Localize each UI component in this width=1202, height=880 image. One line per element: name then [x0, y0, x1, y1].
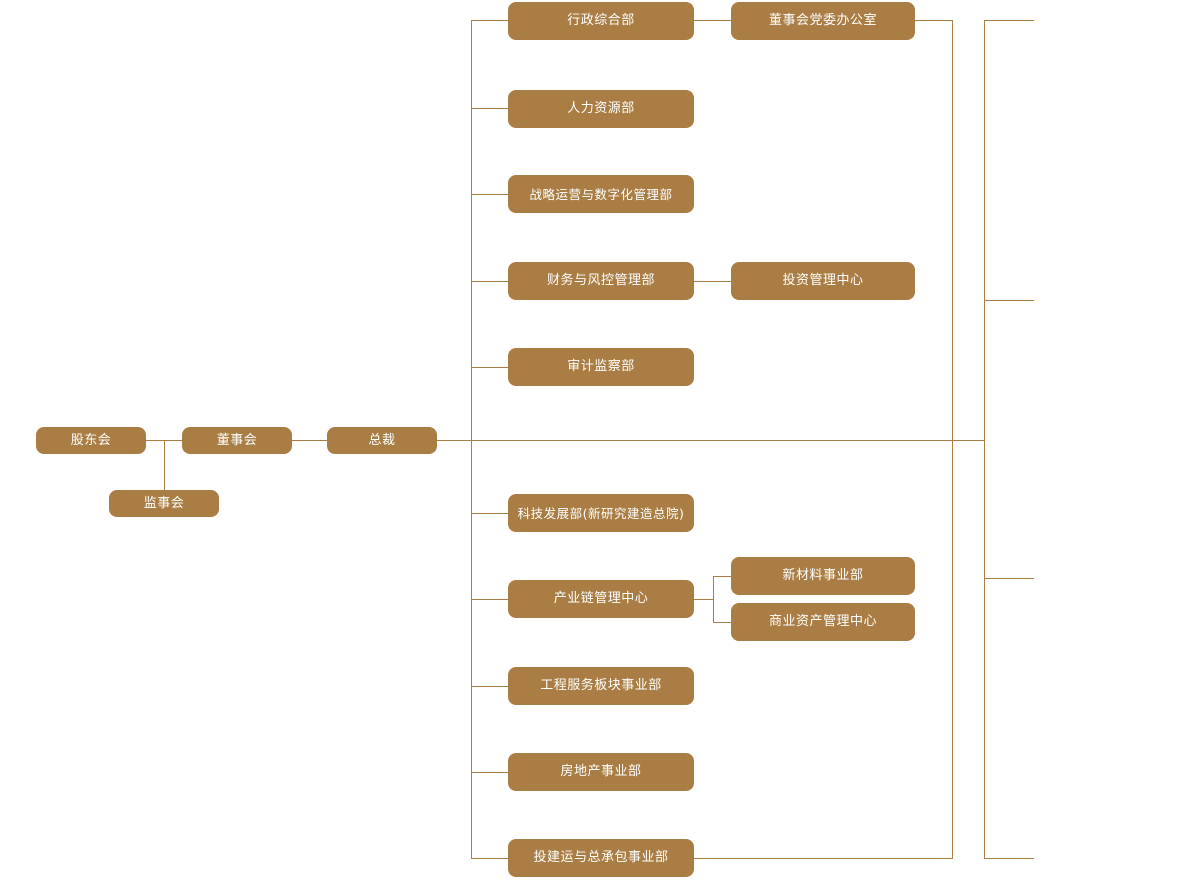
node-tech-development-dept[interactable]: 科技发展部(新研究建造总院)	[508, 494, 694, 532]
connector-spine-to-hr-dept	[471, 108, 508, 109]
connector-party-office-to-rail	[915, 20, 953, 21]
node-finance-risk-dept[interactable]: 财务与风控管理部	[508, 262, 694, 300]
connector-board-to-president	[292, 440, 327, 441]
node-investment-epc-division[interactable]: 投建运与总承包事业部	[508, 839, 694, 877]
right-rail-inner	[952, 20, 953, 859]
spine-departments-lower	[471, 440, 472, 858]
right-rail-stub-top	[984, 20, 1034, 21]
connector-supervisory-drop	[164, 440, 165, 490]
node-shareholders-meeting[interactable]: 股东会	[36, 427, 146, 454]
node-supervisory-board[interactable]: 监事会	[109, 490, 219, 517]
node-new-materials-division[interactable]: 新材料事业部	[731, 557, 915, 595]
connector-spine-to-strategy-dept	[471, 194, 508, 195]
connector-spine-to-tech-dept	[471, 513, 508, 514]
connector-supply-chain-stub	[694, 599, 713, 600]
node-supply-chain-center[interactable]: 产业链管理中心	[508, 580, 694, 618]
connector-to-commercial-asset-center	[713, 622, 731, 623]
connector-admin-to-party-office	[694, 20, 731, 21]
node-board-party-office[interactable]: 董事会党委办公室	[731, 2, 915, 40]
node-investment-center[interactable]: 投资管理中心	[731, 262, 915, 300]
node-real-estate-division[interactable]: 房地产事业部	[508, 753, 694, 791]
node-admin-dept[interactable]: 行政综合部	[508, 2, 694, 40]
connector-president-main-trunk	[437, 440, 985, 441]
node-engineering-service-division[interactable]: 工程服务板块事业部	[508, 667, 694, 705]
connector-to-new-materials-division	[713, 576, 731, 577]
connector-spine-to-finance-dept	[471, 281, 508, 282]
connector-spine-to-realestate-division	[471, 772, 508, 773]
connector-spine-to-supply-chain-center	[471, 599, 508, 600]
spine-supply-chain-children	[713, 576, 714, 622]
connector-spine-to-audit-dept	[471, 367, 508, 368]
connector-spine-to-engineering-division	[471, 686, 508, 687]
right-rail-stub-upper-mid	[984, 300, 1034, 301]
node-commercial-asset-center[interactable]: 商业资产管理中心	[731, 603, 915, 641]
connector-finance-to-investment-center	[694, 281, 731, 282]
connector-spine-to-epc-division	[471, 858, 508, 859]
right-rail-stub-bottom	[984, 858, 1034, 859]
right-rail-stub-lower-mid	[984, 578, 1034, 579]
spine-departments-upper	[471, 20, 472, 440]
node-president[interactable]: 总裁	[327, 427, 437, 454]
connector-spine-to-admin-dept	[471, 20, 508, 21]
connector-epc-to-rail	[694, 858, 953, 859]
node-board-of-directors[interactable]: 董事会	[182, 427, 292, 454]
right-rail-outer	[984, 20, 985, 859]
node-audit-supervision-dept[interactable]: 审计监察部	[508, 348, 694, 386]
node-hr-dept[interactable]: 人力资源部	[508, 90, 694, 128]
node-strategy-digital-dept[interactable]: 战略运营与数字化管理部	[508, 175, 694, 213]
